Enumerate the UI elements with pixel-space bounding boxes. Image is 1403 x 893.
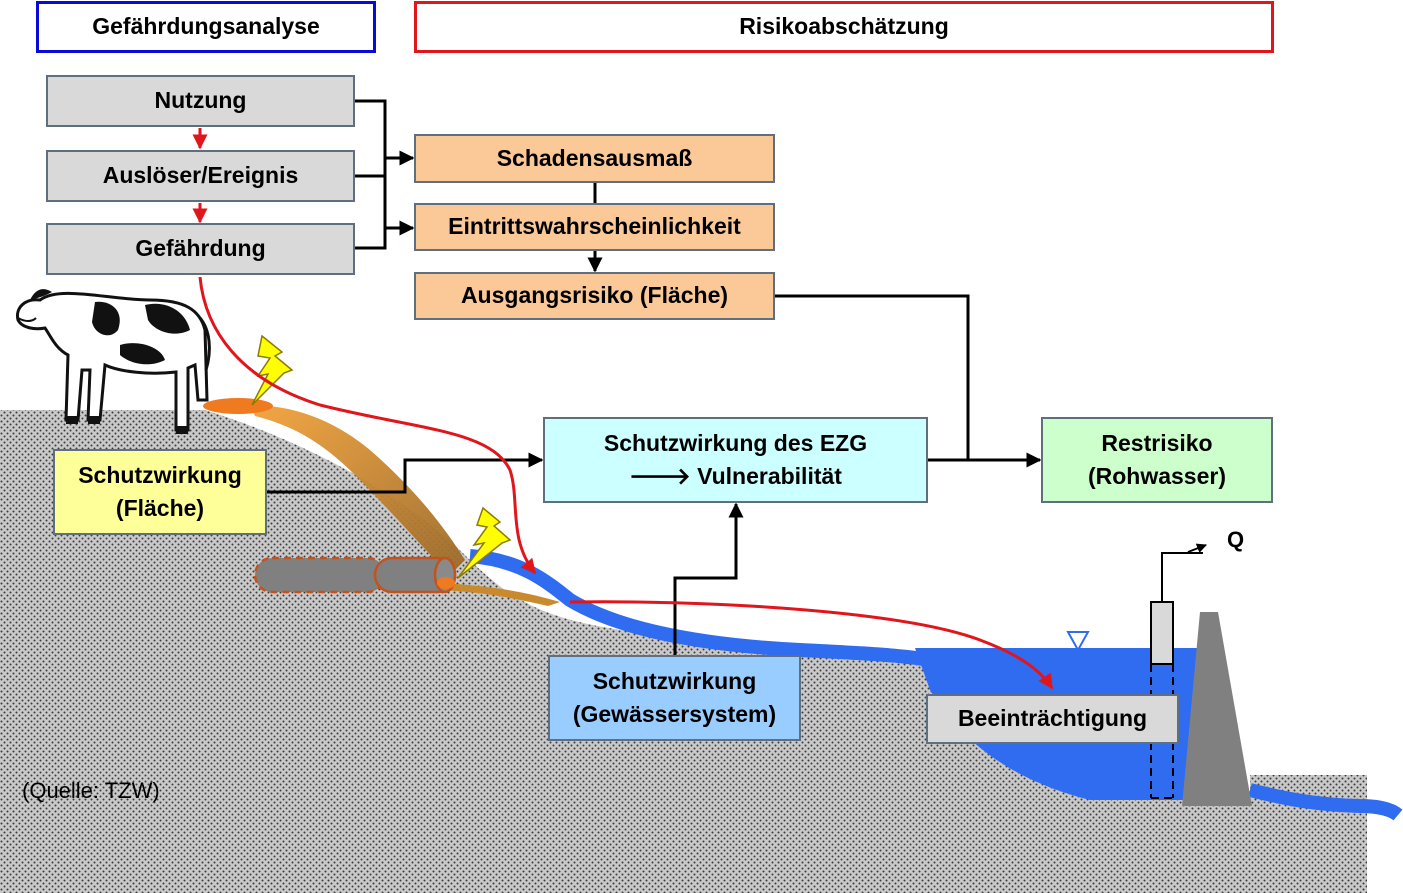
connectors (267, 99, 1042, 655)
box-residual-risk: Restrisiko (Rohwasser) (1041, 417, 1273, 503)
intake-tower (1150, 601, 1174, 665)
box-hazard: Gefährdung (46, 223, 355, 275)
lightning-icon (457, 506, 512, 579)
box-initial-risk-label: Ausgangsrisiko (Fläche) (460, 282, 729, 309)
contaminant-plume (250, 405, 465, 575)
water-level-icon (1066, 631, 1090, 653)
box-probability-label: Eintrittswahrscheinlichkeit (448, 213, 741, 240)
box-protection-catchment-line2: 🡒 Vulnerabilität (629, 463, 842, 489)
box-residual-risk-line2: (Rohwasser) (1087, 463, 1227, 489)
header-risk-assessment: Risikoabschätzung (414, 1, 1274, 53)
outflow-water (1248, 783, 1403, 821)
box-damage-extent-label: Schadensausmaß (496, 144, 693, 171)
box-probability: Eintrittswahrscheinlichkeit (414, 203, 775, 251)
dam (1182, 612, 1252, 806)
box-protection-area-line2: (Fläche) (115, 495, 205, 521)
contaminant-trail (440, 583, 560, 606)
box-protection-water-line1: Schutzwirkung (592, 667, 757, 694)
box-residual-risk-line1: Restrisiko (1101, 429, 1213, 456)
flow-label-q: Q (1227, 527, 1245, 552)
box-trigger-label: Auslöser/Ereignis (102, 162, 299, 189)
box-impairment: Beeinträchtigung (926, 694, 1179, 744)
box-hazard-label: Gefährdung (135, 235, 266, 262)
box-protection-catchment-line1: Schutzwirkung des EZG (603, 429, 868, 456)
cow-illustration (15, 289, 211, 434)
box-impairment-label: Beeinträchtigung (957, 705, 1148, 732)
box-use: Nutzung (46, 75, 355, 127)
box-protection-water-line2: (Gewässersystem) (572, 701, 777, 727)
source-note: (Quelle: TZW) (22, 778, 160, 803)
box-use-label: Nutzung (154, 87, 247, 114)
box-protection-catchment: Schutzwirkung des EZG 🡒 Vulnerabilität (543, 417, 928, 503)
contamination-source (203, 398, 273, 414)
pipe-leak (437, 577, 455, 589)
box-protection-water: Schutzwirkung (Gewässersystem) (548, 655, 801, 741)
red-flow-arrows (192, 128, 1054, 690)
pump-arrow (1187, 543, 1207, 553)
lightning-icon (251, 334, 294, 406)
box-initial-risk: Ausgangsrisiko (Fläche) (414, 272, 775, 320)
header-hazard-analysis-label: Gefährdungsanalyse (92, 13, 320, 40)
box-trigger: Auslöser/Ereignis (46, 150, 355, 202)
box-protection-area-line1: Schutzwirkung (78, 461, 242, 488)
header-risk-assessment-label: Risikoabschätzung (739, 13, 949, 40)
pipe-segment-dashed (253, 556, 387, 594)
pump-line (1161, 552, 1203, 602)
box-protection-area: Schutzwirkung (Fläche) (53, 449, 267, 535)
box-damage-extent: Schadensausmaß (414, 134, 775, 183)
header-hazard-analysis: Gefährdungsanalyse (36, 1, 376, 53)
